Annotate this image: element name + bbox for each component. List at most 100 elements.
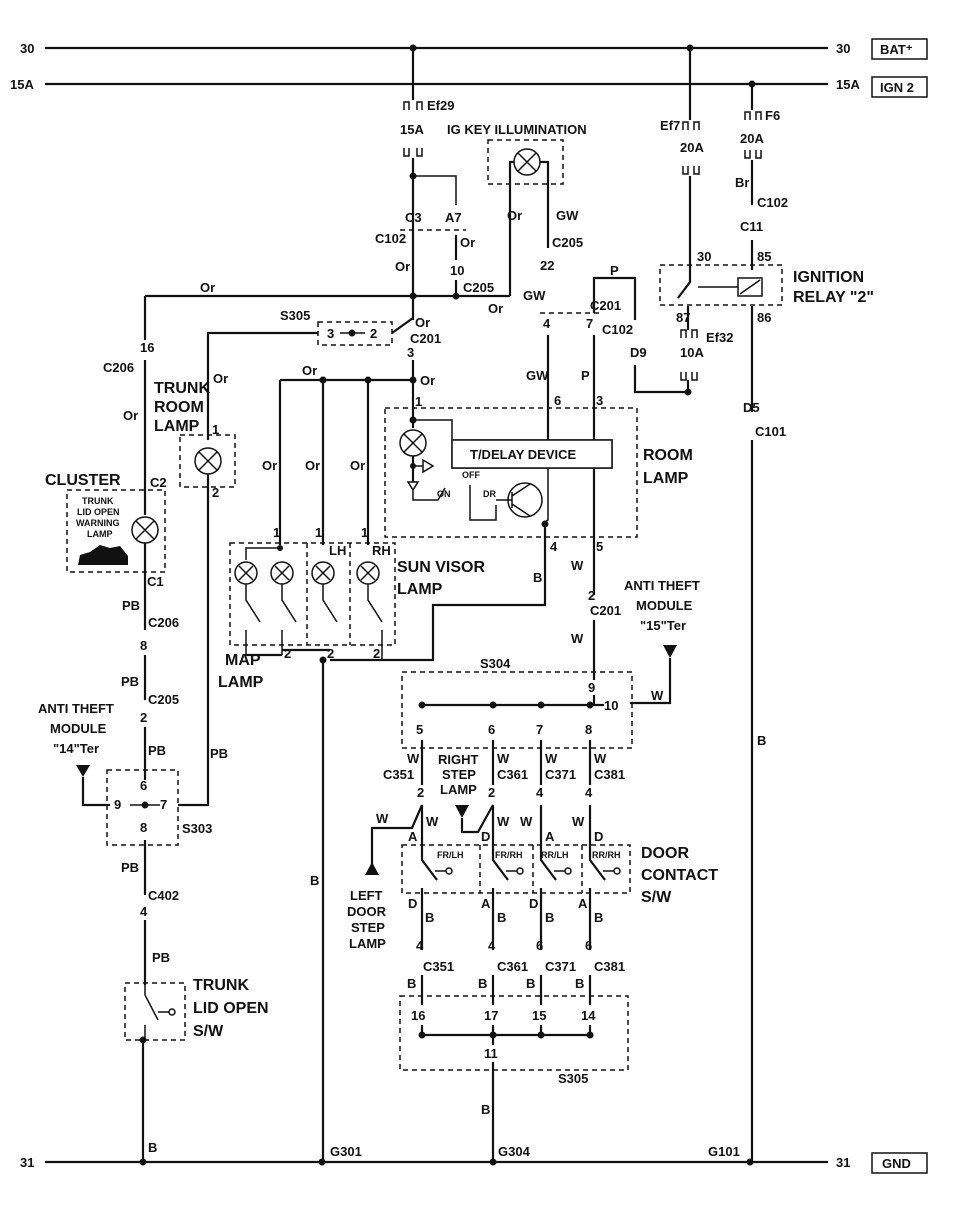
wire-color-b: B bbox=[148, 1140, 157, 1155]
wire-or-ig: Or bbox=[488, 301, 503, 316]
ground-g304: G304 bbox=[498, 1144, 531, 1159]
label-fr-rh: FR/RH bbox=[495, 850, 523, 860]
wire-b-371b: B bbox=[526, 976, 535, 991]
ig-key-title: IG KEY ILLUMINATION bbox=[447, 122, 587, 137]
ig-key-illumination: IG KEY ILLUMINATION GW C205 22 bbox=[447, 122, 587, 273]
pin-a-fr-lh: A bbox=[408, 829, 418, 844]
room-lamp-title-1: ROOM bbox=[643, 447, 693, 464]
wire-b-sun: B bbox=[310, 873, 319, 888]
switch-rr-rh bbox=[588, 805, 621, 950]
bat-rail-left-number: 30 bbox=[20, 41, 34, 56]
pin-2-trunk: 2 bbox=[212, 485, 219, 500]
pin-2-361: 2 bbox=[488, 785, 495, 800]
gnd-tag: GND bbox=[882, 1156, 911, 1171]
pin-4-371: 4 bbox=[536, 785, 544, 800]
trunk-room-title-2: ROOM bbox=[154, 399, 204, 416]
atm14-line-1: ANTI THEFT bbox=[38, 701, 114, 716]
pin-1-map: 1 bbox=[273, 525, 280, 540]
map-lamp-title-1: MAP bbox=[225, 652, 261, 669]
pin-7-s303: 7 bbox=[160, 797, 167, 812]
connector-c206-b: C206 bbox=[148, 615, 179, 630]
wire-pb-trunk: PB bbox=[210, 746, 228, 761]
pin-4-381: 4 bbox=[585, 785, 593, 800]
left-step-4: LAMP bbox=[349, 936, 386, 951]
switch-fr-lh bbox=[420, 805, 453, 950]
wire-w-fr-rh: W bbox=[497, 814, 510, 829]
wire-p: P bbox=[610, 263, 619, 278]
ground-g101: G101 bbox=[708, 1144, 740, 1159]
door-contact-switches: RIGHT STEP LAMP W W W W W LEFT DOOR STEP… bbox=[347, 752, 718, 1005]
pin-6-s304: 6 bbox=[488, 722, 495, 737]
connector-c206-a: C206 bbox=[103, 360, 134, 375]
wire-b-351b: B bbox=[407, 976, 416, 991]
pin-1-trunk: 1 bbox=[212, 422, 219, 437]
connector-c205-a: C205 bbox=[463, 280, 494, 295]
ef7-name: Ef7 bbox=[660, 118, 680, 133]
pin-d-rr-lh: D bbox=[529, 896, 538, 911]
wire-p-room: P bbox=[581, 368, 590, 383]
pin-22: 22 bbox=[540, 258, 554, 273]
connector-c201-b: C201 bbox=[590, 298, 621, 313]
pin-16-s305: 16 bbox=[411, 1008, 425, 1023]
pin-30: 30 bbox=[697, 249, 711, 264]
wire-w-rr-lh: W bbox=[520, 814, 533, 829]
pin-2-map: 2 bbox=[284, 646, 291, 661]
pin-d-fr-rh: D bbox=[481, 829, 490, 844]
wire-gw-b: GW bbox=[523, 288, 546, 303]
splice-s304-label: S304 bbox=[480, 656, 511, 671]
wire-b-371: B bbox=[545, 910, 554, 925]
cluster-title: CLUSTER bbox=[45, 472, 121, 489]
wire-br: Br bbox=[735, 175, 749, 190]
switch-on-label: ON bbox=[437, 489, 451, 499]
wire-w-371: W bbox=[545, 751, 558, 766]
wire-or-rh: Or bbox=[350, 458, 365, 473]
ef32-rating: 10A bbox=[680, 345, 704, 360]
map-lamp-title-2: LAMP bbox=[218, 674, 264, 691]
pin-5-room: 5 bbox=[596, 539, 603, 554]
left-step-2: DOOR bbox=[347, 904, 387, 919]
wire-w-381: W bbox=[594, 751, 607, 766]
pin-6-381b: 6 bbox=[585, 938, 592, 953]
sun-visor-map-lamps: Or Or Or 1 1 1 LH RH bbox=[218, 380, 485, 1162]
pin-2-rh: 2 bbox=[373, 646, 380, 661]
wire-w-fr-lh: W bbox=[426, 814, 439, 829]
connector-c3: C3 bbox=[405, 210, 422, 225]
trunk-lid-title-1: TRUNK bbox=[193, 977, 249, 994]
pin-a-fr-rh: A bbox=[481, 896, 491, 911]
connector-c11: C11 bbox=[740, 219, 763, 234]
connector-c361-a: C361 bbox=[497, 767, 528, 782]
wire-b-361: B bbox=[497, 910, 506, 925]
pin-17-s305: 17 bbox=[484, 1008, 498, 1023]
right-step-2: STEP bbox=[442, 767, 476, 782]
pin-4-c402: 4 bbox=[140, 904, 148, 919]
connector-c205-b: C205 bbox=[552, 235, 583, 250]
cluster: 16 C206 Or CLUSTER C2 TRUNK LID OPEN WAR… bbox=[45, 296, 179, 780]
pin-1-room: 1 bbox=[415, 394, 422, 409]
room-lamp: 1 T/DELAY DEVICE OFF ON DR 4 5 ROOM LAMP… bbox=[330, 394, 693, 662]
f6-name: F6 bbox=[765, 108, 780, 123]
pin-2: 2 bbox=[370, 326, 377, 341]
wire-w-room: W bbox=[571, 558, 584, 573]
connector-c201-a: C201 bbox=[410, 331, 441, 346]
label-fr-lh: FR/LH bbox=[437, 850, 464, 860]
wire-or-bus: Or bbox=[302, 363, 317, 378]
ignition-rail: 15A 15A IGN 2 bbox=[10, 76, 928, 98]
wire-pb-cluster: PB bbox=[122, 598, 140, 613]
wire-or-lh: Or bbox=[305, 458, 320, 473]
bat-rail-right-number: 30 bbox=[836, 41, 850, 56]
wire-or-cluster: Or bbox=[123, 408, 138, 423]
wire-gw-ig: GW bbox=[556, 208, 579, 223]
sun-visor-title-2: LAMP bbox=[397, 581, 443, 598]
ign-tag: IGN 2 bbox=[880, 80, 914, 95]
pin-d-fr-lh: D bbox=[408, 896, 417, 911]
door-contact-title-3: S/W bbox=[641, 889, 672, 906]
door-contact-title-2: CONTACT bbox=[641, 867, 718, 884]
wire-gw-room: GW bbox=[526, 368, 549, 383]
wire-w-s304: W bbox=[571, 631, 584, 646]
atm15-line-1: ANTI THEFT bbox=[624, 578, 700, 593]
atm14-line-3: "14"Ter bbox=[53, 741, 99, 756]
pin-9-s303: 9 bbox=[114, 797, 121, 812]
pin-2-c205: 2 bbox=[140, 710, 147, 725]
warn-text-3: WARNING bbox=[76, 518, 120, 528]
